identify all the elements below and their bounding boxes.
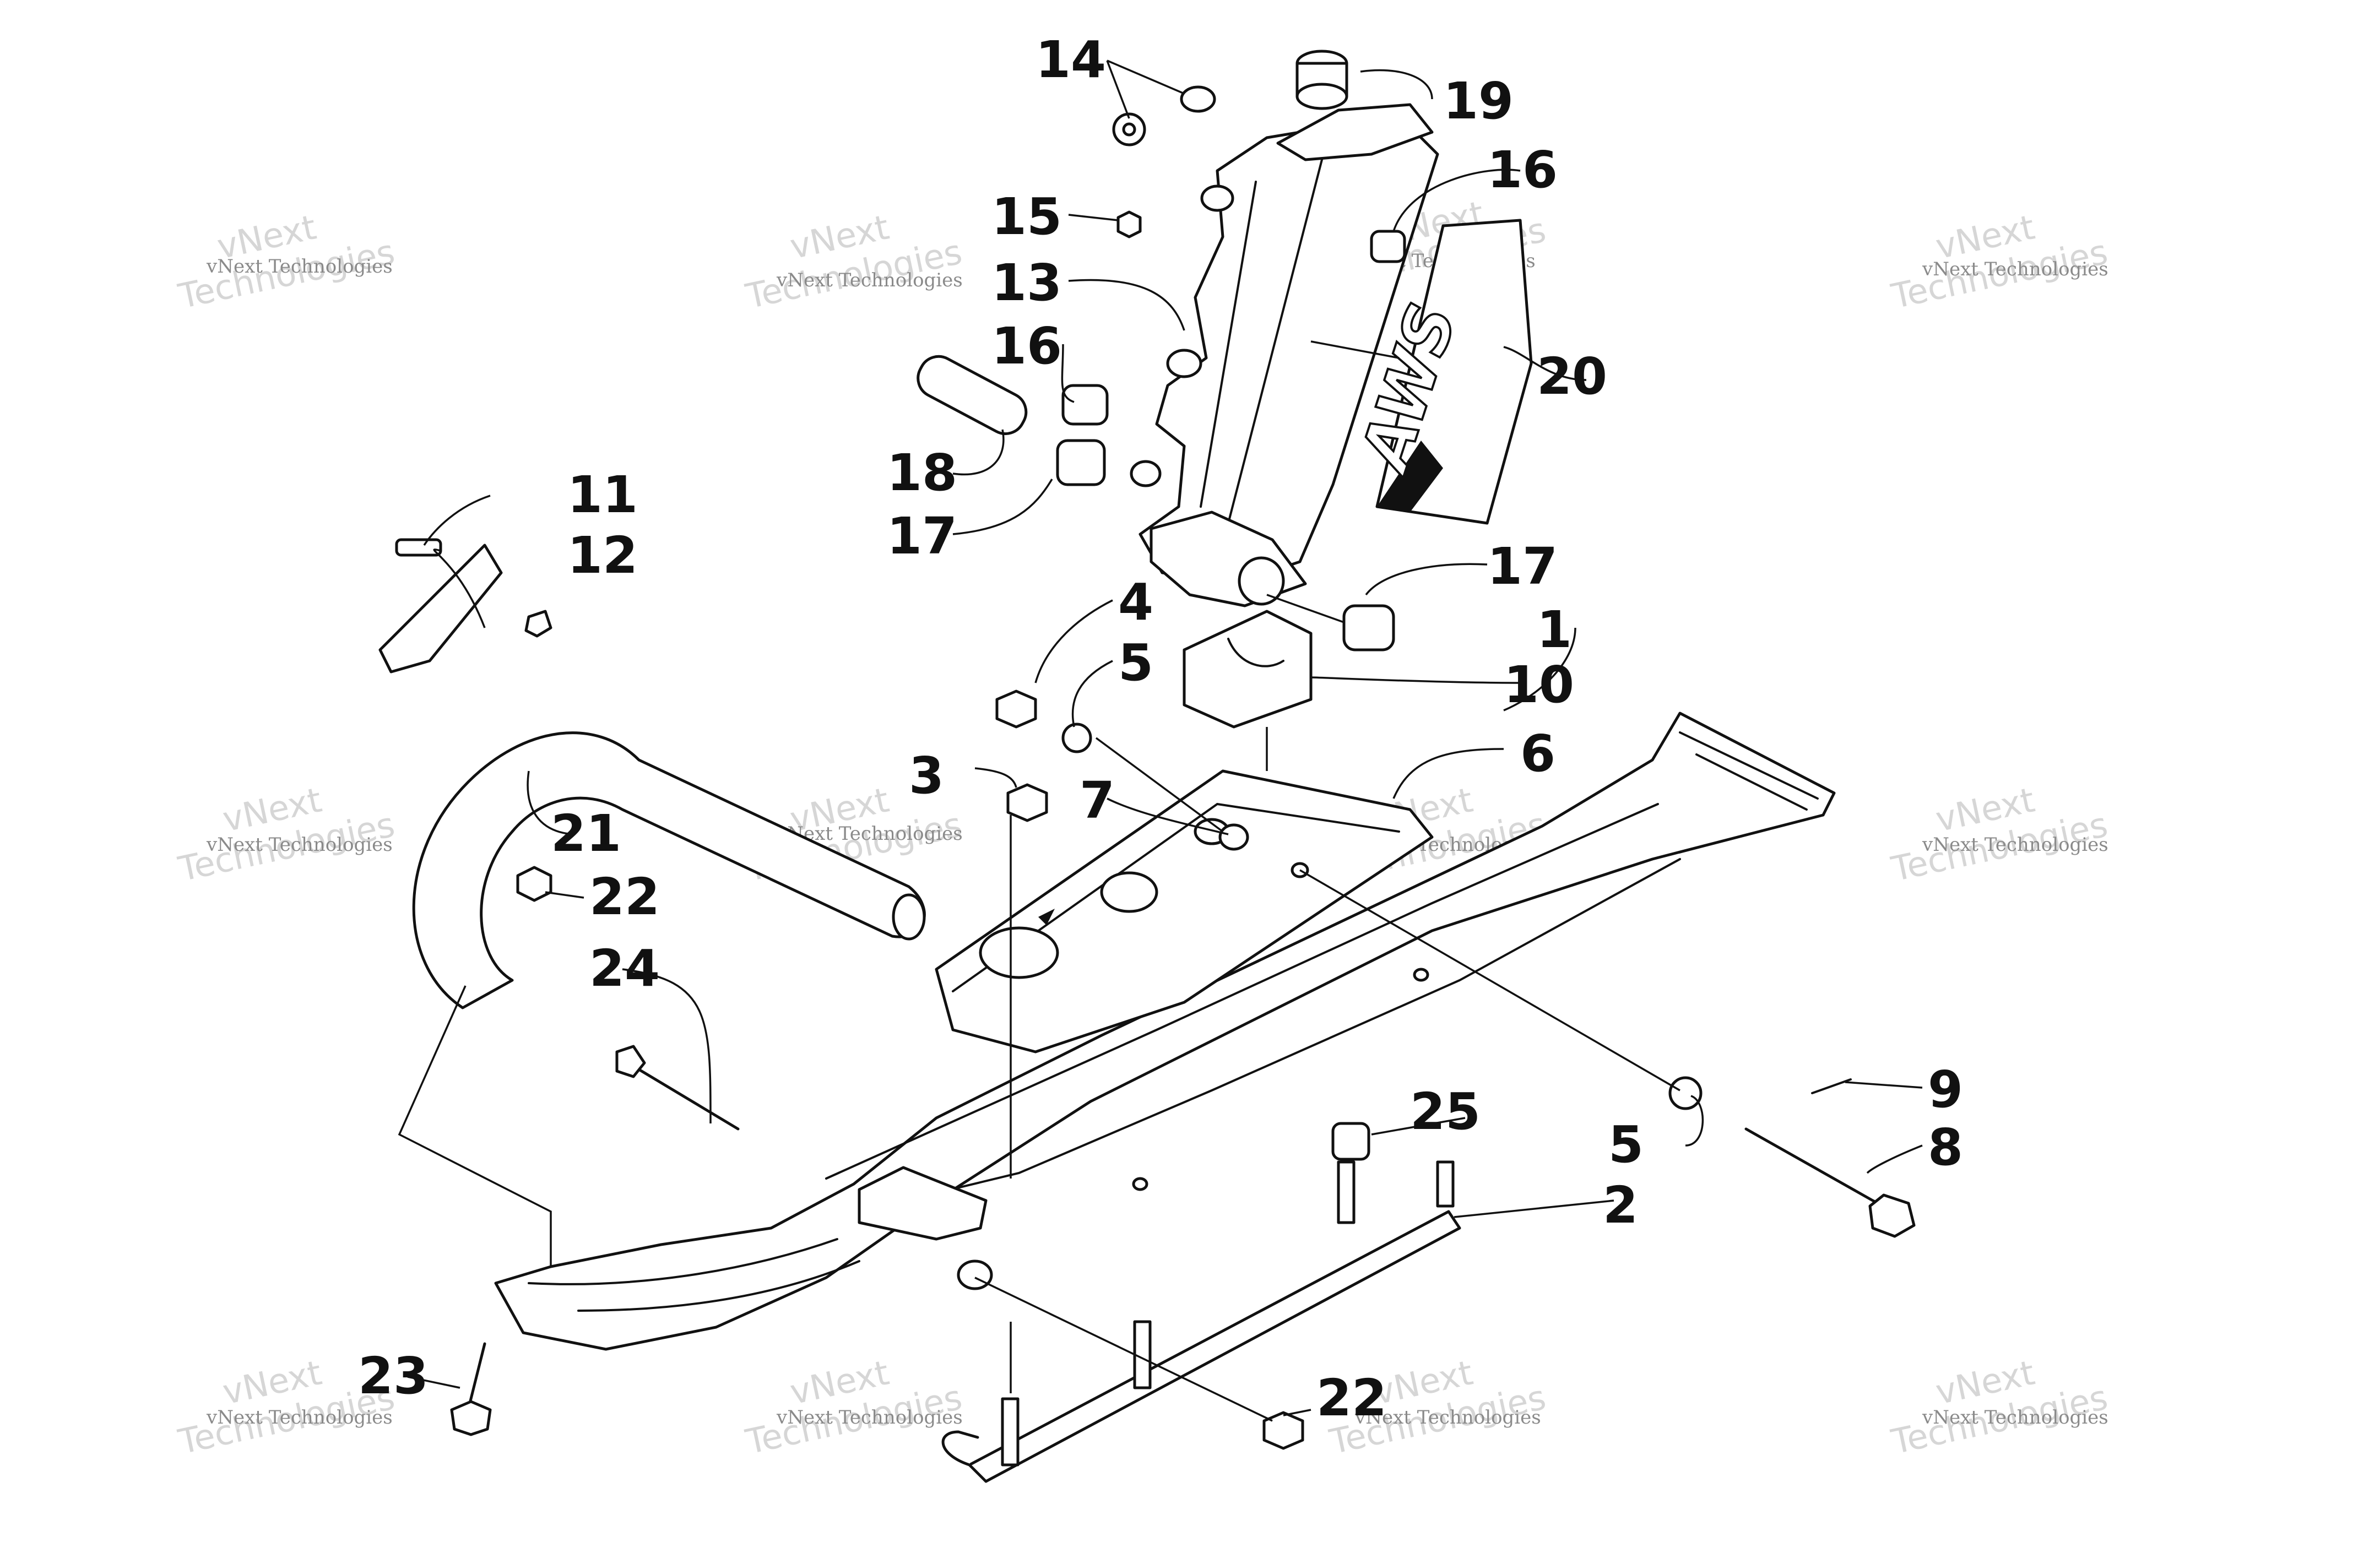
ski-handle-part — [412, 731, 926, 1009]
callout-4: 4 — [1118, 573, 1153, 632]
callout-labels: 1 2 3 4 5 5 6 7 8 9 10 11 12 13 14 15 16… — [358, 30, 1963, 1427]
callout-5-upper: 5 — [1118, 633, 1153, 692]
watermark: Technologies vNext vNext Technologies — [175, 207, 398, 317]
callout-16-upper: 16 — [1487, 140, 1558, 199]
watermark: Technologies vNext vNext Technologies — [742, 207, 966, 317]
watermark: Technologies vNext vNext Technologies — [1888, 207, 2111, 317]
watermark: Technologies vNext vNext Technologies — [1888, 780, 2111, 889]
svg-text:vNext Technologies: vNext Technologies — [206, 256, 393, 278]
svg-text:vNext Technologies: vNext Technologies — [776, 269, 963, 291]
svg-text:vNext Technologies: vNext Technologies — [1922, 258, 2108, 280]
leader-lines — [398, 59, 1923, 1422]
watermark: Technologies vNext vNext Technologies — [742, 1353, 966, 1462]
callout-21: 21 — [551, 804, 621, 863]
cap-part — [1295, 50, 1348, 110]
callout-14: 14 — [1036, 30, 1106, 89]
callout-18: 18 — [887, 443, 957, 502]
callout-10: 10 — [1504, 655, 1574, 714]
wear-rod-part — [941, 1160, 1461, 1483]
callout-20: 20 — [1537, 347, 1607, 406]
callout-22-upper: 22 — [589, 867, 660, 926]
callout-7: 7 — [1080, 771, 1115, 830]
watermark: Technologies vNext vNext Technologies — [1888, 1353, 2111, 1462]
callout-15: 15 — [991, 187, 1062, 246]
saddle-part — [935, 769, 1434, 1054]
callout-1: 1 — [1537, 600, 1572, 659]
svg-text:vNext Technologies: vNext Technologies — [1354, 1407, 1541, 1429]
callout-8: 8 — [1928, 1118, 1963, 1177]
watermark: Technologies vNext vNext Technologies — [175, 780, 398, 889]
callout-22-lower: 22 — [1316, 1369, 1387, 1427]
callout-13: 13 — [991, 253, 1062, 312]
callout-25: 25 — [1410, 1082, 1481, 1141]
svg-text:vNext Technologies: vNext Technologies — [1922, 834, 2108, 856]
svg-text:vNext Technologies: vNext Technologies — [776, 1407, 963, 1429]
callout-12: 12 — [567, 526, 638, 585]
bushings-part — [917, 230, 1406, 651]
svg-text:vNext Technologies: vNext Technologies — [1922, 1407, 2108, 1429]
callout-5-lower: 5 — [1608, 1115, 1644, 1174]
callout-6: 6 — [1520, 724, 1555, 783]
callout-17-left: 17 — [887, 507, 957, 566]
callout-24: 24 — [589, 939, 660, 998]
callout-19: 19 — [1443, 72, 1514, 131]
callout-9: 9 — [1928, 1060, 1963, 1119]
spindle-part — [1130, 103, 1439, 607]
callout-16-lower: 16 — [991, 317, 1062, 376]
callout-17-right: 17 — [1487, 537, 1558, 596]
spacer-block-part — [1183, 610, 1313, 729]
bracket-part — [378, 538, 552, 674]
callout-23: 23 — [358, 1346, 429, 1405]
callout-2: 2 — [1603, 1176, 1638, 1235]
svg-text:vNext Technologies: vNext Technologies — [206, 834, 393, 856]
callout-11: 11 — [567, 465, 638, 524]
callout-3: 3 — [909, 746, 944, 805]
svg-text:vNext Technologies: vNext Technologies — [206, 1407, 393, 1429]
hardware-part — [450, 85, 1916, 1450]
